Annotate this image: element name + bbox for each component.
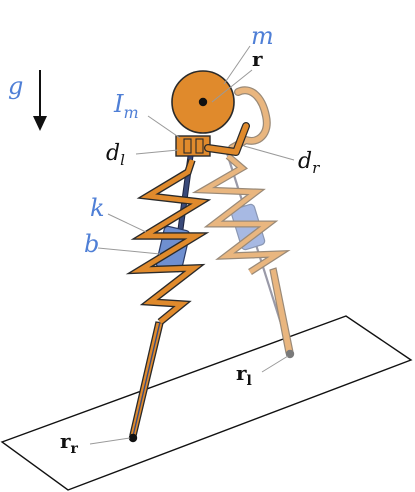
inertia-label: Im [113, 90, 139, 122]
left-foot-label-base: r [236, 361, 247, 385]
right-foot-label-sub: r [71, 441, 79, 457]
mass-label: m [251, 22, 274, 50]
ground-plane [0, 315, 413, 491]
left-offset-label: dl [106, 141, 125, 169]
left-foot-label-sub: l [247, 373, 252, 389]
gravity-label: g [8, 72, 23, 100]
left-offset-label-base: d [106, 141, 120, 166]
body-center-point [198, 97, 208, 107]
left-offset-label-sub: l [120, 151, 125, 169]
right-foot-label: rr [60, 429, 79, 457]
gravity-arrow-head [33, 116, 47, 131]
position-label: r [252, 47, 263, 71]
spring-label: k [90, 194, 105, 222]
inertia-label-sub: m [123, 103, 138, 122]
left-foot-label: rl [236, 361, 252, 389]
front-leg-foot [128, 433, 138, 443]
right-foot-label-base: r [60, 429, 71, 453]
back-leg [191, 86, 295, 359]
damper-label: b [84, 230, 99, 258]
front-leg [125, 122, 250, 443]
inertia-label-base: I [113, 90, 124, 118]
right-offset-label: dr [298, 149, 320, 177]
right-offset-label-base: d [298, 149, 312, 174]
right-offset-label-sub: r [312, 159, 320, 177]
